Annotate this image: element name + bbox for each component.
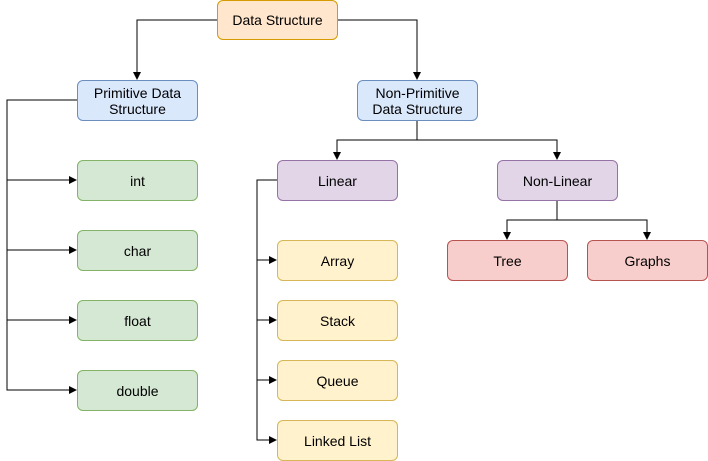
node-stack: Stack <box>277 300 398 341</box>
connector-root-primitive <box>133 19 217 80</box>
node-float: float <box>77 300 198 341</box>
node-label: double <box>116 382 159 399</box>
connector-linear-array <box>256 179 277 264</box>
node-label: Tree <box>493 252 522 269</box>
node-label: Stack <box>319 312 355 329</box>
node-int: int <box>77 160 198 201</box>
node-label: Data Structure <box>232 12 323 28</box>
connector-linear-queue <box>256 320 277 384</box>
node-label: float <box>124 312 151 329</box>
connector-primitive-double <box>6 320 77 394</box>
connector-primitive-char <box>6 180 77 254</box>
node-non-primitive-data-structure: Non-Primitive Data Structure <box>357 80 478 121</box>
node-primitive-data-structure: Primitive Data Structure <box>77 80 198 121</box>
node-label: char <box>123 242 152 259</box>
node-label: Linked List <box>304 432 371 449</box>
connector-root-non-primitive <box>337 19 421 80</box>
connector-non-linear-tree <box>503 200 558 240</box>
node-linked-list: Linked List <box>277 420 398 461</box>
node-label: Queue <box>316 372 359 389</box>
node-double: double <box>77 370 198 411</box>
connector-non-primitive-non-linear <box>417 139 561 160</box>
connector-linear-stack <box>256 260 277 324</box>
connector-non-linear-graphs <box>557 219 651 240</box>
node-queue: Queue <box>277 360 398 401</box>
node-label: int <box>130 172 145 189</box>
connector-non-primitive-linear <box>333 120 418 160</box>
node-tree: Tree <box>447 240 568 281</box>
connector-linear-linked-list <box>256 380 277 444</box>
node-linear: Linear <box>277 160 398 201</box>
node-label-line-2: Structure <box>109 100 166 117</box>
node-label-line-1: Non-Primitive <box>375 84 460 101</box>
node-label: Graphs <box>624 252 671 269</box>
node-non-linear: Non-Linear <box>497 160 618 201</box>
node-label-line-1: Primitive Data <box>93 84 182 101</box>
node-label: Linear <box>318 172 357 189</box>
node-label: Non-Linear <box>522 172 593 189</box>
connector-primitive-int <box>6 99 77 184</box>
node-label: Array <box>320 252 355 269</box>
node-array: Array <box>277 240 398 281</box>
node-label: Primitive Data Structure <box>94 85 181 117</box>
connector-primitive-float <box>6 250 77 324</box>
node-label: Non-Primitive Data Structure <box>372 85 462 117</box>
node-data-structure: Data Structure <box>217 0 338 40</box>
node-label-line-2: Data Structure <box>372 100 463 117</box>
node-graphs: Graphs <box>587 240 708 281</box>
node-char: char <box>77 230 198 271</box>
